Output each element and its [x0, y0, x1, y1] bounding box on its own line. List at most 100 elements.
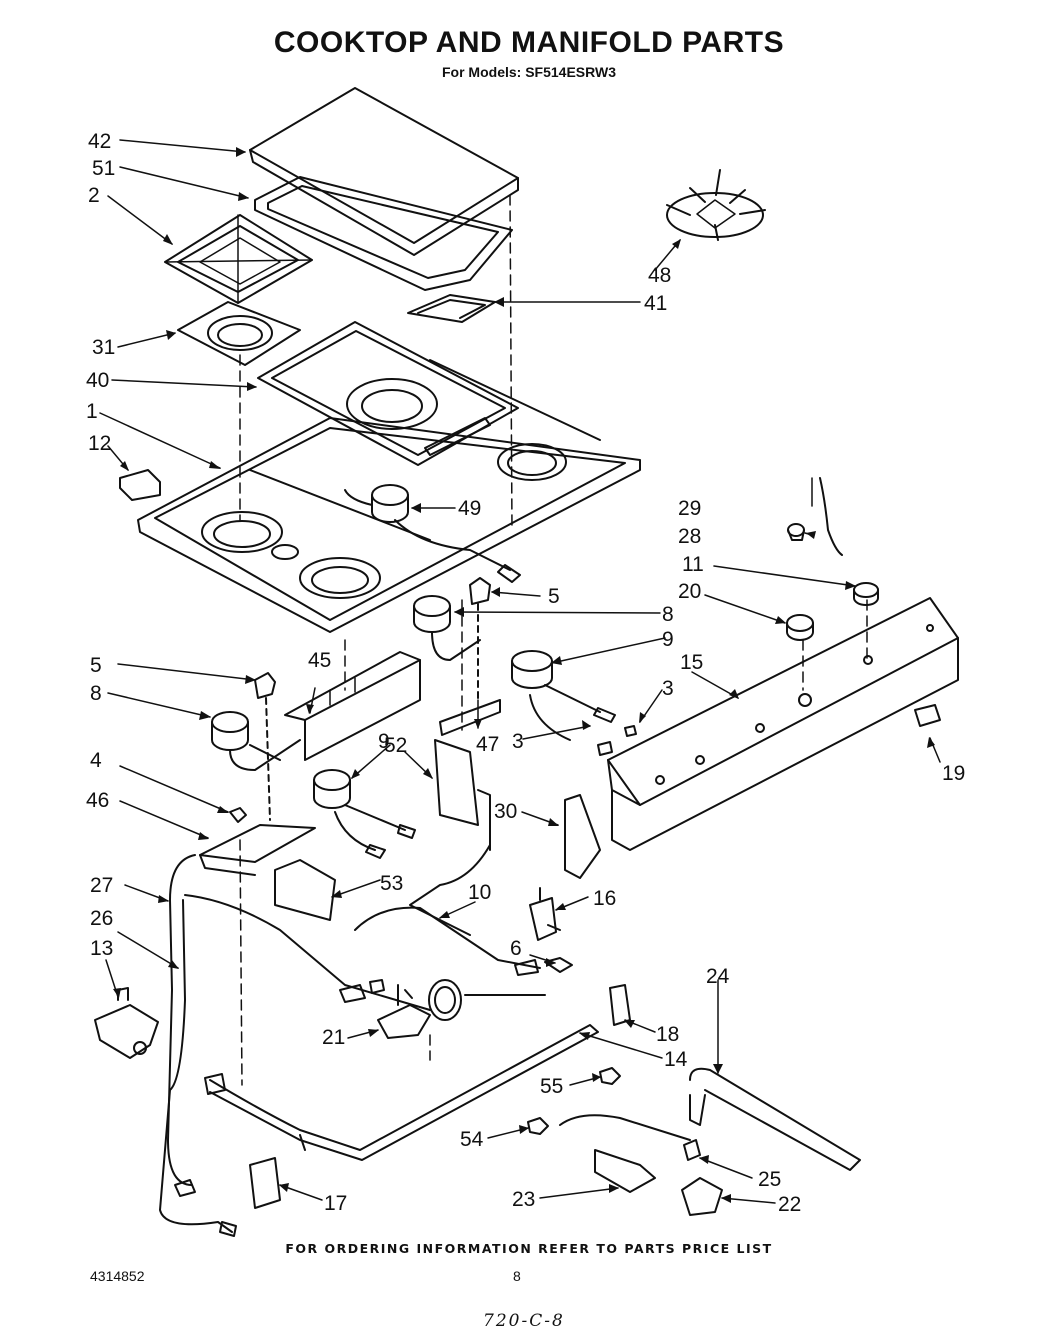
callout-31: 31	[92, 336, 115, 359]
callout-12: 12	[88, 432, 111, 455]
part-burner-9-left	[313, 769, 416, 859]
callout-41: 41	[644, 292, 667, 315]
part-cover-42	[249, 87, 519, 256]
document-number: 4314852	[90, 1268, 145, 1284]
callout-5-left: 5	[90, 654, 102, 677]
part-regulator-21	[339, 979, 546, 1039]
callout-9-left: 9	[378, 730, 390, 753]
callout-21: 21	[322, 1026, 345, 1049]
callout-22: 22	[778, 1193, 801, 1216]
callout-29: 29	[678, 497, 701, 520]
leader-lines	[99, 139, 941, 1204]
callout-53: 53	[380, 872, 403, 895]
callout-18: 18	[656, 1023, 679, 1046]
callout-30: 30	[494, 800, 517, 823]
part-gasket-51	[254, 176, 513, 291]
part-fitting-6	[514, 957, 573, 976]
part-bracket-46	[199, 824, 316, 876]
callout-8-left: 8	[90, 682, 102, 705]
part-nut-55	[599, 1067, 621, 1085]
part-drip-bowl-31	[177, 301, 301, 366]
handwritten-note: 720-C-8	[483, 1311, 565, 1331]
part-ignitor-23	[559, 1114, 691, 1193]
part-wire-29	[819, 477, 843, 556]
part-spreader-3-right	[597, 741, 613, 756]
part-cooktop-1	[137, 359, 641, 633]
callout-6: 6	[510, 937, 522, 960]
callout-52: 52	[384, 734, 407, 757]
part-knob-11	[853, 582, 879, 606]
part-knob-28	[787, 523, 805, 541]
callout-1: 1	[86, 400, 98, 423]
part-burner-8-left	[211, 711, 301, 771]
callout-9-right: 9	[662, 628, 674, 651]
part-tubing-27-26	[159, 854, 431, 1237]
page-number: 8	[513, 1268, 521, 1284]
callout-3-mid: 3	[512, 730, 524, 753]
callout-48: 48	[648, 264, 671, 287]
part-ignitor-16	[529, 887, 561, 941]
callout-4: 4	[90, 749, 102, 772]
part-burner-9-right	[511, 650, 637, 741]
callout-54: 54	[460, 1128, 484, 1151]
part-nut-4	[229, 807, 247, 823]
callout-46: 46	[86, 789, 109, 812]
callout-55: 55	[540, 1075, 563, 1098]
part-bracket-47	[439, 699, 501, 736]
callout-11: 11	[682, 553, 704, 576]
callout-13: 13	[90, 937, 113, 960]
callout-26: 26	[90, 907, 113, 930]
part-clip-41	[407, 294, 496, 323]
part-shield-53	[274, 859, 336, 921]
part-valve-22	[681, 1177, 723, 1216]
part-grate-2	[164, 214, 313, 304]
callout-51: 51	[92, 157, 115, 180]
callout-28: 28	[678, 525, 701, 548]
part-knob-20	[786, 614, 814, 641]
part-bracket-12	[119, 469, 161, 501]
callout-23: 23	[512, 1188, 535, 1211]
callout-45: 45	[308, 649, 331, 672]
callout-5-right: 5	[548, 585, 560, 608]
callout-19: 19	[942, 762, 965, 785]
callout-15: 15	[680, 651, 703, 674]
callout-27: 27	[90, 874, 113, 897]
callout-10: 10	[468, 881, 491, 904]
part-bracket-18	[609, 984, 631, 1026]
part-nut-54	[527, 1117, 549, 1135]
part-shield-52	[434, 739, 491, 851]
model-subtitle: For Models: SF514ESRW3	[441, 64, 616, 80]
part-bracket-17	[249, 1134, 306, 1209]
page-title: COOKTOP AND MANIFOLD PARTS	[273, 26, 785, 59]
callout-42: 42	[88, 130, 111, 153]
callout-14: 14	[664, 1048, 688, 1071]
part-burner-tube-24	[689, 1067, 861, 1171]
callout-20: 20	[678, 580, 701, 603]
callout-47: 47	[476, 733, 499, 756]
leader-arrowheads	[113, 147, 935, 1203]
part-burner-49	[344, 484, 521, 583]
part-tube-10	[354, 844, 541, 969]
part-pipe-14	[204, 1024, 599, 1161]
callout-labels: 42 51 2 48 41 31 40 1 12 49 29 28 11 20 …	[86, 130, 965, 1216]
part-grate-48	[666, 169, 766, 241]
callout-25: 25	[758, 1168, 781, 1191]
part-shield-30	[564, 794, 601, 879]
callout-16: 16	[593, 887, 616, 910]
part-bracket-45	[284, 651, 421, 761]
part-manifold-panel-15	[607, 597, 959, 851]
alignment-lines	[239, 194, 868, 1086]
callout-2: 2	[88, 184, 100, 207]
callout-8-right: 8	[662, 603, 674, 626]
callout-3-right: 3	[662, 677, 674, 700]
part-bracket-5-right	[469, 577, 491, 701]
callout-40: 40	[86, 369, 109, 392]
part-valve-13	[94, 987, 159, 1059]
part-orifice-25	[683, 1139, 701, 1161]
part-burner-8-right	[413, 595, 481, 661]
ordering-note: FOR ORDERING INFORMATION REFER TO PARTS …	[285, 1241, 773, 1256]
callout-17: 17	[324, 1192, 347, 1215]
callout-24: 24	[706, 965, 730, 988]
part-insert-40	[257, 321, 519, 466]
